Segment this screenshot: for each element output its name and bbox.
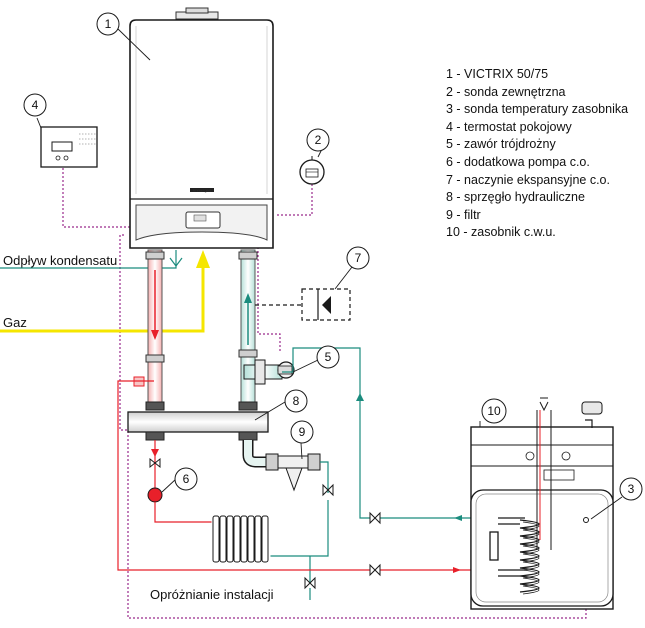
legend-item: 3 - sonda temperatury zasobnika: [446, 102, 629, 117]
filter: [242, 440, 321, 492]
dhw-storage-tank: [470, 397, 614, 610]
legend-item: 1 - VICTRIX 50/75: [446, 67, 549, 81]
brand-text: Immergas: [193, 188, 211, 193]
callout-5-label: 5: [325, 350, 332, 364]
legend-item: 7 - naczynie ekspansyjne c.o.: [446, 172, 610, 187]
boiler-return-pipe: [238, 249, 258, 411]
callout-3-label: 3: [628, 482, 635, 496]
gas-pipe: [0, 250, 210, 333]
callout-7: 7: [346, 246, 370, 270]
callout-9-label: 9: [299, 425, 306, 439]
callout-8-label: 8: [293, 394, 300, 408]
callout-10: 10: [481, 398, 507, 424]
gas-label: Gaz: [3, 315, 27, 330]
boiler-display: [193, 214, 207, 222]
callout-4-label: 4: [32, 98, 39, 112]
hydraulic-separator: [127, 411, 269, 441]
legend-item: 9 - filtr: [446, 207, 481, 222]
outdoor-sensor: [299, 156, 325, 185]
legend-item: 5 - zawór trójdrożny: [446, 137, 556, 152]
three-way-valve: [243, 359, 295, 385]
drain-label: Opróżnianie instalacji: [150, 587, 274, 602]
callout-2: 2: [306, 128, 330, 152]
callout-10-label: 10: [487, 404, 501, 418]
room-thermostat: [40, 126, 98, 168]
callout-7-label: 7: [355, 251, 362, 265]
tank-piping: [117, 347, 495, 577]
callout-5: 5: [316, 345, 340, 369]
callout-9: 9: [290, 420, 314, 444]
brand-badge: [190, 188, 214, 192]
callout-3: 3: [619, 477, 643, 501]
callout-6: 6: [174, 467, 198, 491]
radiator: [211, 515, 271, 563]
callout-1-label: 1: [105, 17, 112, 31]
boiler: Immergas: [129, 7, 274, 249]
legend-item: 2 - sonda zewnętrzna: [446, 84, 566, 99]
callout-2-label: 2: [315, 133, 322, 147]
heating-circuit: [147, 440, 334, 600]
callout-6-label: 6: [183, 472, 190, 486]
legend-item: 4 - termostat pokojowy: [446, 119, 572, 134]
callout-4: 4: [23, 93, 47, 117]
callouts: [36, 28, 623, 520]
condensate-drain: [0, 250, 183, 269]
callout-8: 8: [284, 389, 308, 413]
callout-1: 1: [96, 12, 120, 36]
heating-coil: [489, 517, 540, 595]
legend-item: 6 - dodatkowa pompa c.o.: [446, 154, 590, 169]
expansion-vessel: [255, 288, 351, 321]
boiler-flow-pipe: [133, 249, 165, 411]
condensate-drain-label: Odpływ kondensatu: [3, 253, 118, 268]
legend-item: 10 - zasobnik c.w.u.: [446, 225, 556, 240]
signal-wires: [62, 168, 587, 619]
legend-item: 8 - sprzęgło hydrauliczne: [446, 190, 585, 205]
legend: 1 - VICTRIX 50/75 2 - sonda zewnętrzna 3…: [446, 66, 628, 242]
